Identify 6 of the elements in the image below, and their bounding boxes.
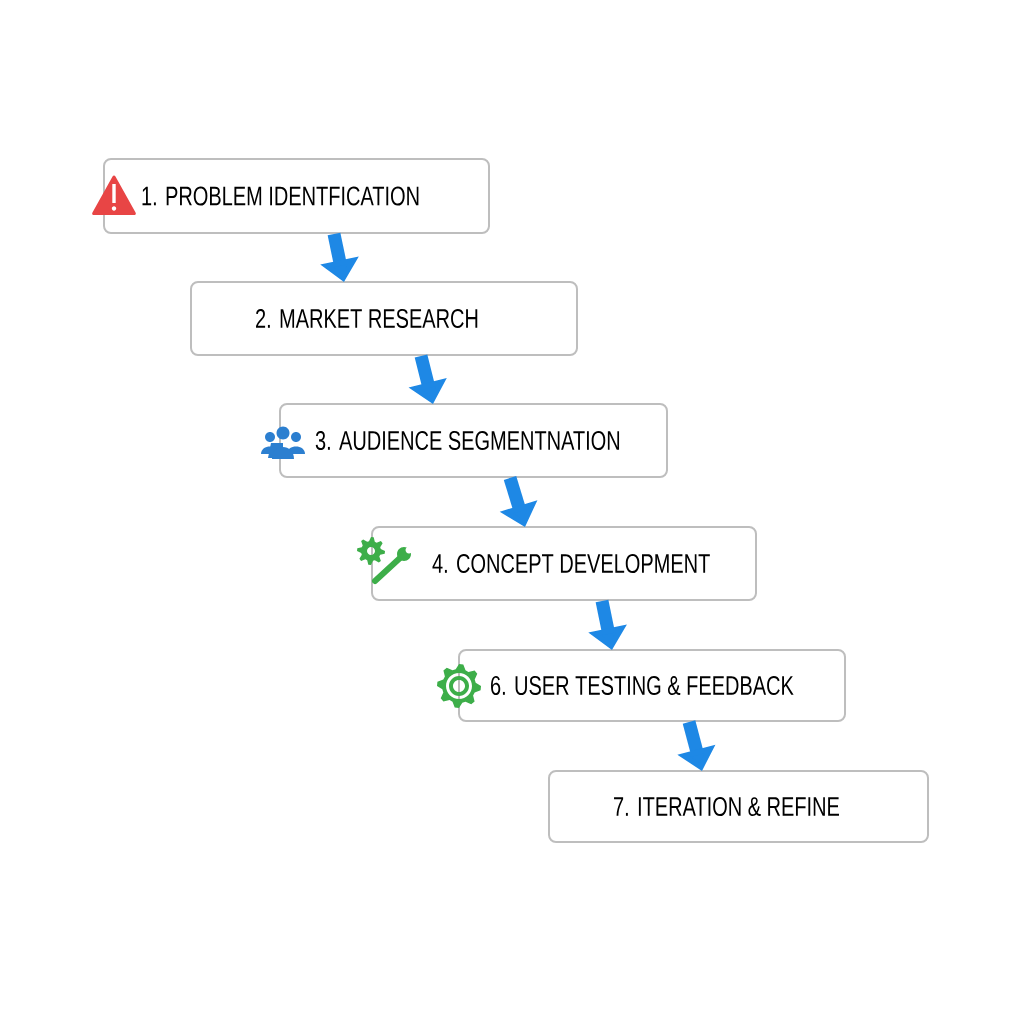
step-box: 7. ITERATION & REFINE xyxy=(548,770,929,843)
step-box: 4. CONCEPT DEVELOPMENT xyxy=(371,526,757,601)
step-box: 6. USER TESTING & FEEDBACK xyxy=(458,649,846,722)
step-box: 3. AUDIENCE SEGMENTNATION xyxy=(279,403,668,478)
step-box: 2. MARKET RESEARCH xyxy=(190,281,578,356)
step-box: 1. PROBLEM IDENTFICATION xyxy=(103,158,490,234)
